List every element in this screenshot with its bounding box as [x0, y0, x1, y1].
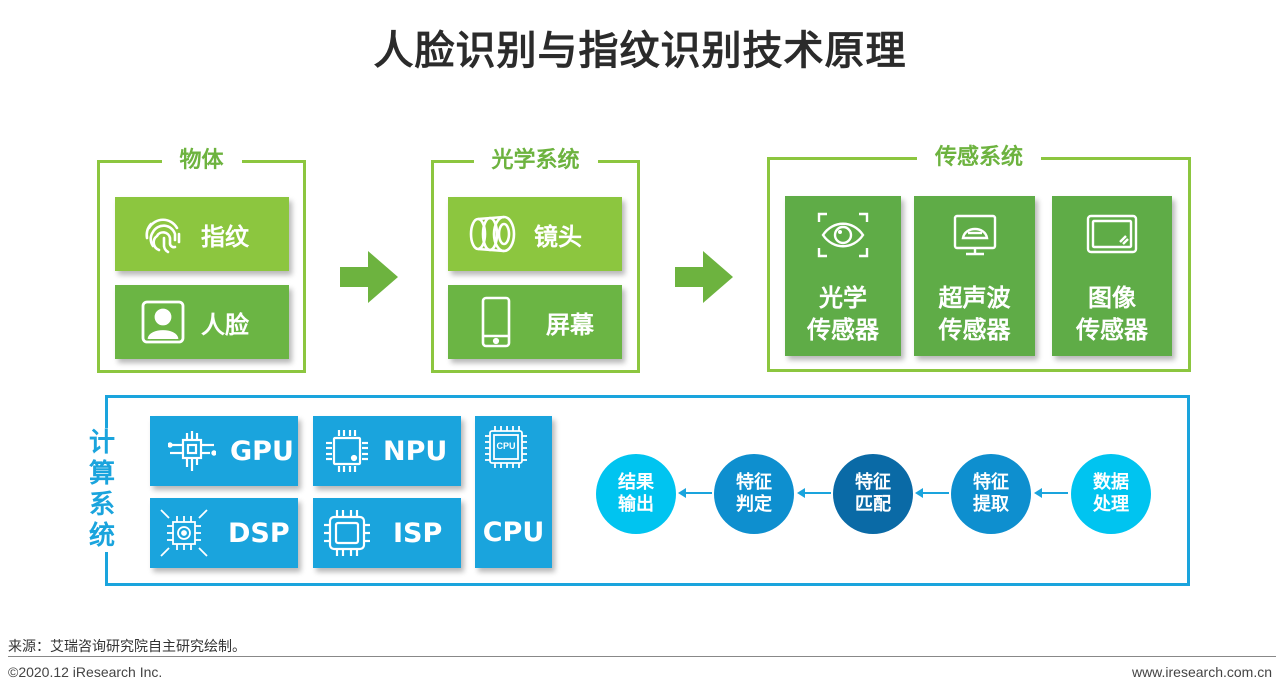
chip-circuit-icon — [162, 429, 222, 473]
ultrasonic-sensor: 超声波 传感器 — [914, 196, 1035, 356]
pipeline-arrow-icon — [797, 488, 831, 498]
face-item: 人脸 — [115, 285, 289, 359]
compute-group-label: 计算系统 — [78, 428, 126, 552]
optics-group-label: 光学系统 — [473, 147, 598, 175]
image-sensor: 图像 传感器 — [1052, 196, 1172, 356]
pipeline-step-match-line1: 特征 — [855, 472, 891, 493]
fingerprint-icon — [133, 210, 193, 258]
lens-item: 镜头 — [448, 197, 622, 271]
flow-arrow-icon — [340, 251, 398, 303]
pipeline-step-match: 特征匹配 — [833, 454, 913, 534]
cpu-chip: CPU CPU — [475, 416, 552, 568]
image-sensor-icon — [1052, 210, 1172, 260]
npu-label: NPU — [383, 435, 448, 467]
footer-divider — [8, 656, 1276, 657]
pipeline-step-judge-line1: 特征 — [736, 472, 772, 493]
face-label: 人脸 — [201, 310, 249, 339]
optical-sensor-label-line2: 传感器 — [807, 316, 879, 344]
phone-screen-icon — [466, 296, 526, 348]
dsp-chip: DSP — [150, 498, 298, 568]
pipeline-step-process-line1: 数据 — [1093, 472, 1129, 493]
pipeline-step-output-line2: 输出 — [618, 494, 654, 515]
pipeline-step-extract: 特征提取 — [951, 454, 1031, 534]
optical-sensor: 光学 传感器 — [785, 196, 901, 356]
ultrasonic-sensor-label-line1: 超声波 — [938, 284, 1011, 312]
gpu-chip: GPU — [150, 416, 298, 486]
eye-scan-icon — [785, 210, 901, 260]
npu-chip: NPU — [313, 416, 461, 486]
pipeline-step-process-line2: 处理 — [1093, 494, 1129, 515]
copyright: ©2020.12 iResearch Inc. — [8, 664, 163, 680]
sensor-group: 传感系统 — [767, 144, 1191, 372]
face-portrait-icon — [133, 299, 193, 345]
pipeline-arrow-icon — [915, 488, 949, 498]
pipeline-step-process: 数据处理 — [1071, 454, 1151, 534]
isp-label: ISP — [393, 517, 443, 549]
chip-icon — [317, 426, 377, 476]
screen-label: 屏幕 — [546, 310, 594, 339]
cpu-icon: CPU — [483, 424, 529, 470]
ultrasonic-sensor-label-line2: 传感器 — [938, 316, 1011, 344]
image-sensor-label-line1: 图像 — [1088, 284, 1136, 312]
pipeline-arrow-icon — [1034, 488, 1068, 498]
cpu-label: CPU — [482, 517, 545, 548]
pipeline-step-judge-line2: 判定 — [736, 494, 772, 515]
fingerprint-label: 指纹 — [201, 222, 249, 251]
flow-arrow-icon — [675, 251, 733, 303]
optical-sensor-label-line1: 光学 — [819, 284, 867, 312]
image-sensor-label-line2: 传感器 — [1076, 316, 1148, 344]
object-group: 物体 — [97, 147, 306, 373]
ultrasound-icon — [914, 210, 1035, 260]
pipeline-arrow-icon — [678, 488, 712, 498]
pipeline-step-match-line2: 匹配 — [855, 494, 891, 515]
dsp-label: DSP — [228, 517, 290, 549]
object-group-label: 物体 — [161, 147, 242, 175]
chip-gear-icon — [154, 506, 214, 560]
gpu-label: GPU — [230, 435, 294, 467]
pipeline-step-output-line1: 结果 — [618, 472, 654, 493]
sensor-group-label: 传感系统 — [916, 144, 1042, 172]
fingerprint-item: 指纹 — [115, 197, 289, 271]
page-title: 人脸识别与指纹识别技术原理 — [373, 28, 907, 74]
processor-icon — [317, 507, 377, 559]
isp-chip: ISP — [313, 498, 461, 568]
screen-item: 屏幕 — [448, 285, 622, 359]
pipeline-step-judge: 特征判定 — [714, 454, 794, 534]
pipeline-step-extract-line1: 特征 — [973, 472, 1009, 493]
website-url: www.iresearch.com.cn — [1131, 664, 1272, 680]
optics-group: 光学系统 — [431, 147, 640, 373]
source-note: 来源：艾瑞咨询研究院自主研究绘制。 — [8, 639, 246, 655]
lens-label: 镜头 — [534, 222, 582, 251]
pipeline-step-output: 结果输出 — [596, 454, 676, 534]
pipeline-step-extract-line2: 提取 — [973, 494, 1009, 515]
lens-icon — [466, 214, 526, 254]
cpu-icon-text: CPU — [496, 441, 516, 451]
